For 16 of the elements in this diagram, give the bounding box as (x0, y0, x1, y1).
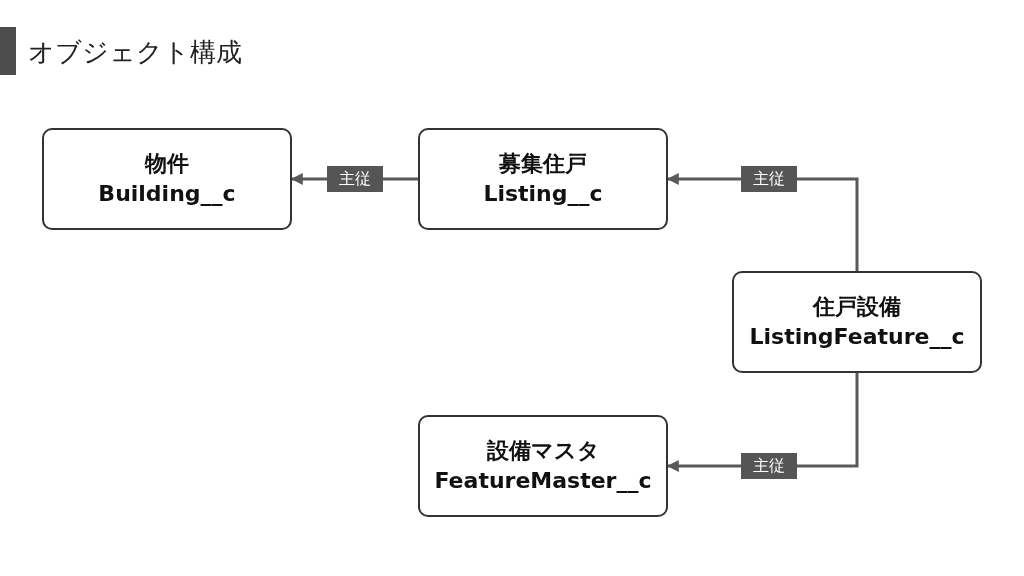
object-api-name: Listing__c (483, 180, 603, 208)
object-api-name: Building__c (98, 180, 236, 208)
object-box (732, 271, 982, 373)
object-label: 設備マスタ (486, 437, 600, 465)
object-label: 住戸設備 (813, 293, 901, 321)
object-label: 募集住戸 (499, 150, 587, 178)
edge-label: 主従 (327, 166, 383, 192)
object-box (418, 415, 668, 517)
object-api-name: ListingFeature__c (749, 323, 965, 351)
object-label: 物件 (145, 150, 189, 178)
edge-label: 主従 (740, 166, 797, 192)
object-api-name: FeatureMaster__c (434, 467, 652, 495)
object-box (42, 128, 292, 230)
edge-label: 主従 (740, 453, 797, 479)
title: オブジェクト構成 (28, 36, 242, 69)
object-box (418, 128, 668, 230)
